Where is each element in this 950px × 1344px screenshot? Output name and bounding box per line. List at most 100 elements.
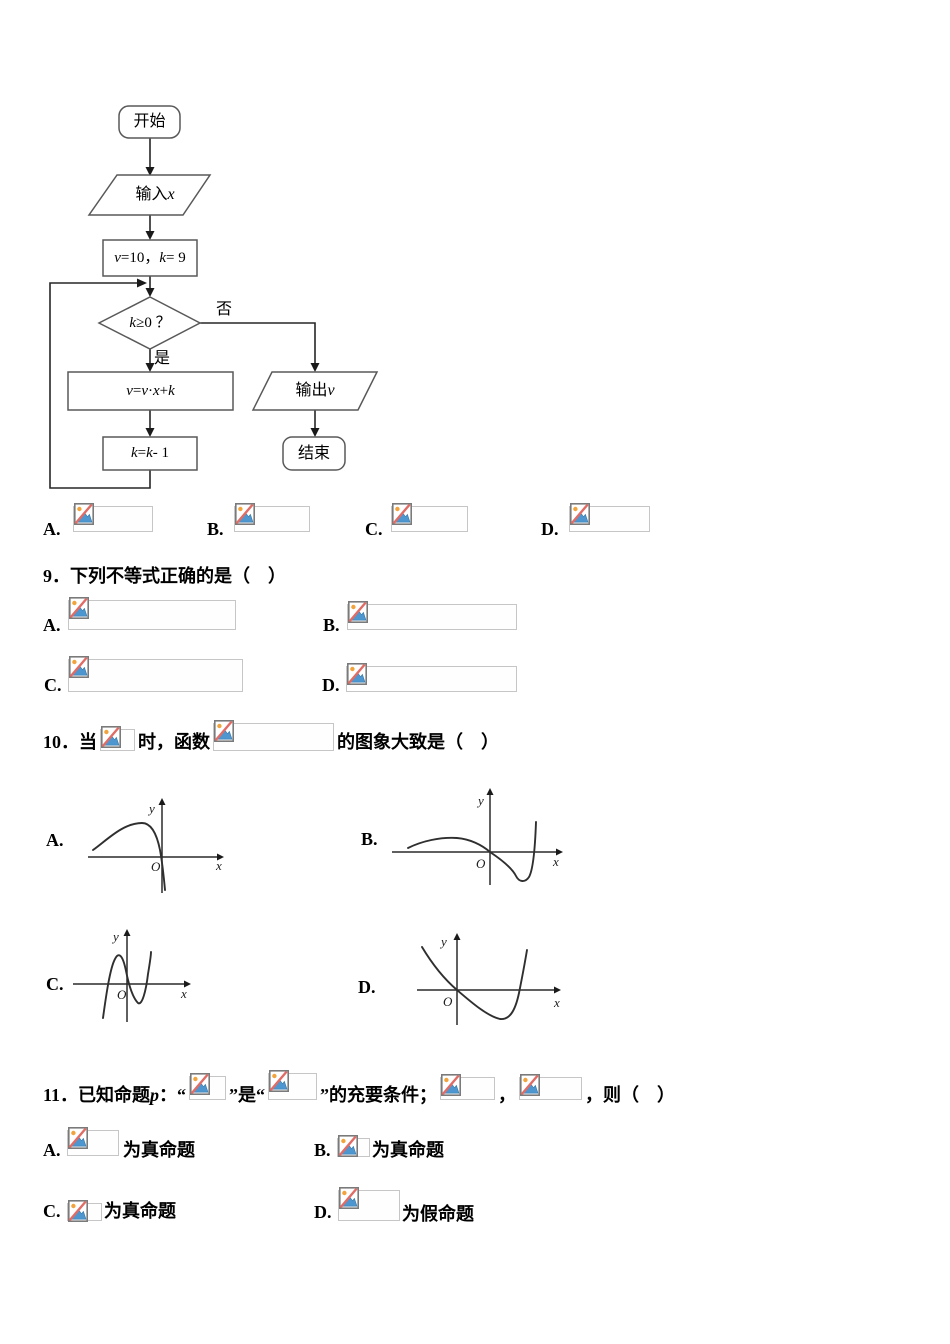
q10-graph-b: y x O: [392, 788, 563, 885]
function-curve: [102, 951, 152, 1019]
assign-shape: [67, 371, 234, 411]
broken-image-icon: [348, 601, 368, 623]
y-axis: [453, 933, 461, 1025]
x-axis-label: x: [180, 986, 187, 1001]
input-var: x: [167, 186, 175, 203]
q9-option-a-image: [68, 600, 236, 630]
y-axis-label: y: [439, 934, 447, 949]
q10-inline-image-2: [213, 723, 334, 751]
x-axis: [73, 980, 191, 988]
q11-option-a-text: 为真命题: [123, 1140, 195, 1160]
q10-graph-b-label: B.: [361, 829, 378, 849]
q10-stem-part3: 的图象大致是（ ）: [337, 732, 499, 753]
q11-inline-image-4: [519, 1074, 583, 1100]
q9-stem: 9．下列不等式正确的是（ ）: [43, 566, 286, 586]
q11-stem-part1: 11．已知命题: [43, 1085, 151, 1106]
q11-option-b-text: 为真命题: [372, 1140, 444, 1160]
q11-stem-part5: ，: [498, 1085, 517, 1106]
q11-option-d-label: D.: [314, 1202, 332, 1222]
flowchart-diagram: [49, 105, 379, 489]
origin-label: O: [443, 994, 453, 1009]
origin-label: O: [117, 987, 127, 1002]
broken-image-icon: [392, 503, 412, 525]
q8-option-c-label: C.: [365, 519, 383, 539]
x-axis-label: x: [552, 854, 559, 869]
decrement-shape: [102, 436, 198, 471]
broken-image-icon: [235, 503, 255, 525]
broken-image-icon: [441, 1074, 461, 1096]
q10-stem-part1: 10．当: [43, 732, 97, 753]
broken-image-icon: [190, 1073, 210, 1095]
q11-stem-part3: ”是“: [229, 1085, 266, 1106]
q8-option-a-label: A.: [43, 519, 61, 539]
q9-option-d-image: [346, 666, 517, 692]
function-curve: [421, 946, 528, 1020]
q10-inline-image-1: [100, 729, 135, 751]
init-shape: [102, 239, 198, 277]
broken-image-icon: [520, 1074, 540, 1096]
q8-option-d-image: [569, 506, 650, 532]
input-text: 输入: [135, 186, 168, 203]
start-text: 开始: [133, 113, 166, 130]
function-curve: [92, 822, 166, 891]
y-axis: [158, 798, 166, 893]
x-axis: [88, 853, 224, 861]
q10-stem-row: 10．当 时，函数 的图象大致是（ ）: [43, 717, 499, 753]
y-axis-label: y: [111, 929, 119, 944]
q11-option-c-label: C.: [43, 1201, 61, 1221]
q9-option-a-label: A.: [43, 615, 61, 635]
q11-proposition-var: p: [150, 1085, 160, 1106]
y-axis-label: y: [147, 801, 155, 816]
output-shape: [251, 371, 379, 411]
broken-image-icon: [214, 720, 234, 742]
input-shape: [87, 174, 212, 216]
q8-option-b-label: B.: [207, 519, 224, 539]
q11-option-b-label: B.: [314, 1140, 331, 1160]
q9-option-c-image: [68, 659, 243, 692]
q8-option-d-label: D.: [541, 519, 559, 539]
q11-option-a-image: [67, 1130, 119, 1156]
broken-image-icon: [339, 1187, 359, 1209]
x-axis-label: x: [215, 858, 222, 873]
origin-label: O: [476, 856, 486, 871]
q10-graph-c-label: C.: [46, 974, 64, 994]
q11-option-b-image: [337, 1138, 370, 1157]
q11-inline-image-2: [268, 1073, 318, 1100]
flowchart-end-label: 结束: [297, 444, 330, 462]
q8-option-b-image: [234, 506, 310, 532]
y-axis-label: y: [476, 793, 484, 808]
flowchart-assign-label: v=v·x+ k: [126, 382, 175, 399]
q11-option-c-image: [67, 1203, 102, 1221]
flowchart-init-label: v=10，k= 9: [114, 249, 186, 266]
flowchart-decrement-label: k=k- 1: [130, 445, 170, 461]
flowchart-no-label: 否: [215, 301, 232, 318]
q10-graph-a-label: A.: [46, 830, 64, 850]
broken-image-icon: [74, 503, 94, 525]
broken-image-icon: [69, 597, 89, 619]
q10-stem-part2: 时，函数: [138, 732, 210, 753]
q11-inline-image-3: [440, 1074, 496, 1100]
q9-option-c-label: C.: [44, 675, 62, 695]
condition-shape: [97, 296, 202, 350]
broken-image-icon: [338, 1135, 358, 1157]
q10-graph-d-label: D.: [358, 977, 376, 997]
function-curve: [407, 821, 537, 882]
q9-option-b-image: [347, 604, 517, 630]
broken-image-icon: [68, 1200, 88, 1222]
flowchart-start-label: 开始: [119, 106, 180, 138]
q11-stem-part4: ”的充要条件；: [320, 1085, 438, 1106]
q8-option-c-image: [391, 506, 468, 532]
broken-image-icon: [570, 503, 590, 525]
q11-option-d-text: 为假命题: [402, 1204, 474, 1224]
origin-label: O: [151, 859, 161, 874]
broken-image-icon: [68, 1127, 88, 1149]
start-shape: [118, 105, 181, 139]
broken-image-icon: [69, 656, 89, 678]
q10-graph-a: y x O: [88, 798, 224, 893]
q9-option-b-label: B.: [323, 615, 340, 635]
y-axis: [486, 788, 494, 885]
